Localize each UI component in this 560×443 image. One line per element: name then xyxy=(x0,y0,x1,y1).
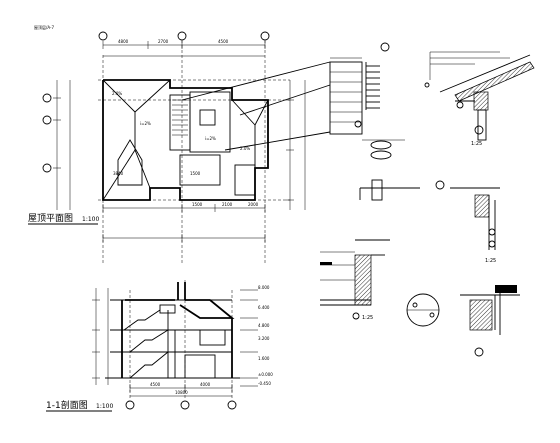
detail-2-scale: 1:25 xyxy=(485,258,496,264)
grid-bubble xyxy=(42,93,52,103)
roof-plan-title: 屋顶平面图 xyxy=(28,213,73,224)
dim-bottom-3: 2000 xyxy=(248,202,259,207)
dim-top-3: 4500 xyxy=(218,39,229,44)
detail-3-scale: 1:25 xyxy=(362,315,373,321)
eave-detail: 1:25 xyxy=(424,51,535,147)
detail-1-scale: 1:25 xyxy=(471,141,482,147)
svg-text:2.0%: 2.0% xyxy=(112,91,122,96)
svg-text:2.0%: 2.0% xyxy=(240,146,250,151)
section-dim-2: 4000 xyxy=(200,382,211,387)
grid-bubble xyxy=(125,400,135,410)
roof-plan: 4800 2700 4500 xyxy=(28,31,306,265)
elev-2: 6.400 xyxy=(258,305,270,310)
grid-bubble xyxy=(42,115,52,125)
grid-bubble xyxy=(42,163,52,173)
grid-bubble xyxy=(227,400,237,410)
projection-lines xyxy=(181,61,331,151)
dim-top-1: 4800 xyxy=(118,39,129,44)
elev-6: ±0.000 xyxy=(258,372,273,377)
grid-bubble xyxy=(260,31,270,41)
roof-tile-detail xyxy=(329,42,405,160)
grid-bubble xyxy=(180,400,190,410)
elev-1: 8.000 xyxy=(258,285,270,290)
section-dim-3: 10800 xyxy=(175,390,188,395)
grid-bubble xyxy=(98,31,108,41)
elev-3: 4.800 xyxy=(258,323,270,328)
svg-text:i=2%: i=2% xyxy=(205,136,216,141)
svg-text:3840: 3840 xyxy=(113,171,124,176)
elev-5: 1.600 xyxy=(258,356,270,361)
corner-label: 屋顶层/A-7 xyxy=(34,24,54,30)
roof-plan-scale: 1:100 xyxy=(82,216,99,223)
section-1-1: 8.000 6.400 4.800 3.200 1.600 ±0.000 -0.… xyxy=(46,280,273,412)
elev-4: 3.200 xyxy=(258,336,270,341)
section-title: 1-1剖面图 xyxy=(46,399,88,411)
dim-top-2: 2700 xyxy=(158,39,169,44)
svg-text:1500: 1500 xyxy=(190,171,201,176)
grid-bubble xyxy=(177,31,187,41)
section-dim-1: 4500 xyxy=(150,382,161,387)
svg-text:i=2%: i=2% xyxy=(140,121,151,126)
dim-bottom-2: 2100 xyxy=(222,202,233,207)
elev-7: -0.450 xyxy=(258,381,271,386)
parapet-detail: 1:25 xyxy=(320,239,520,357)
dim-bottom-1: 1500 xyxy=(192,202,203,207)
section-scale: 1:100 xyxy=(96,403,113,410)
gutter-detail: 1:25 xyxy=(359,179,500,264)
